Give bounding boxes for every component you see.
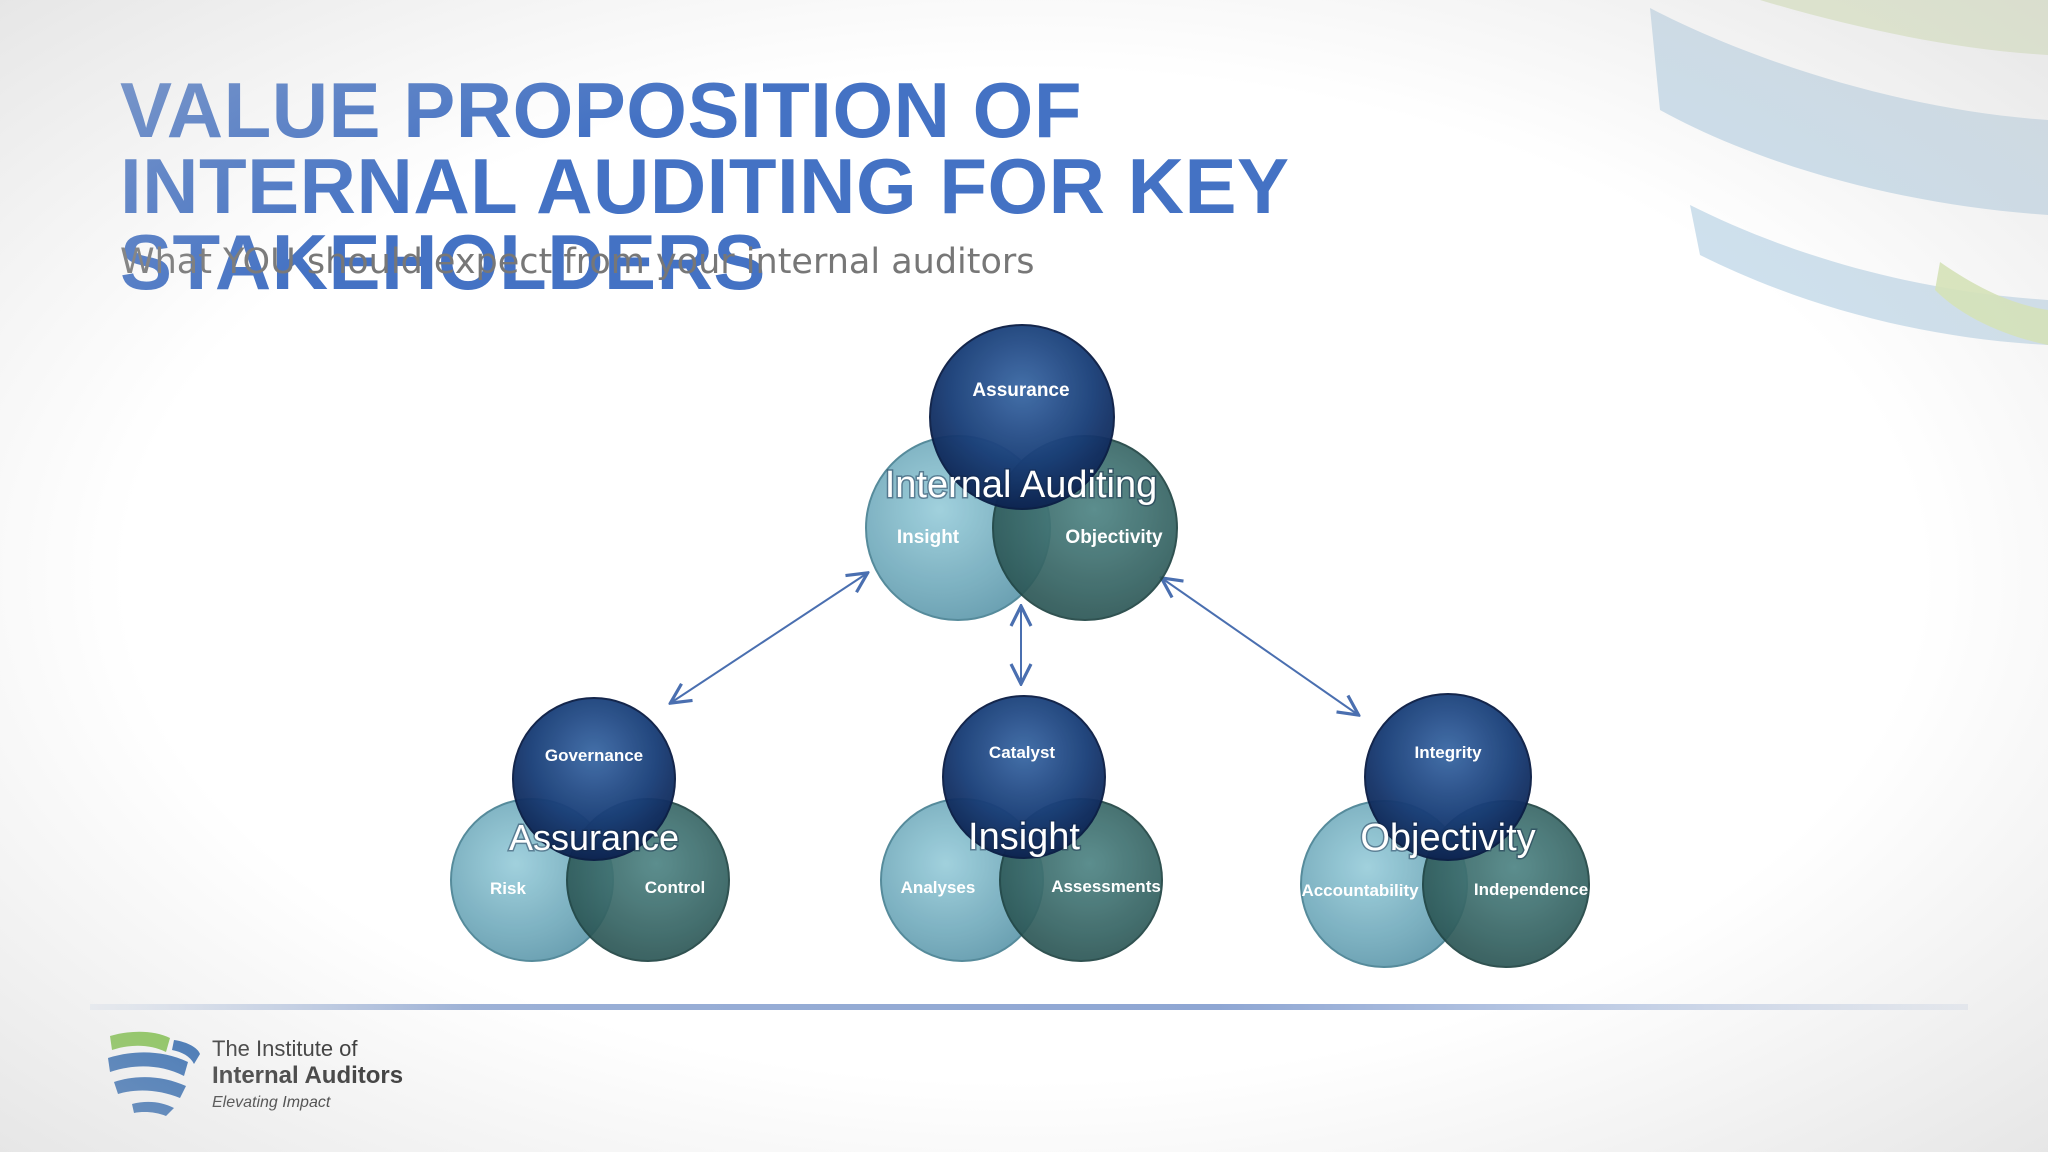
logo-tagline: Elevating Impact xyxy=(212,1094,331,1111)
venn-left-label: Risk xyxy=(490,879,526,898)
venn-top-label: Integrity xyxy=(1414,743,1482,762)
venn-right-label: Control xyxy=(645,878,705,897)
venn-title: Insight xyxy=(968,816,1080,858)
venn-assurance: Governance Assurance Risk Control xyxy=(450,697,730,962)
venn-title: Internal Auditing xyxy=(885,464,1158,506)
iia-logo-text: The Institute of Internal Auditors Eleva… xyxy=(212,1036,403,1116)
venn-internal-auditing: Assurance Internal Auditing Insight Obje… xyxy=(865,324,1178,621)
venn-left-label: Insight xyxy=(897,527,960,548)
iia-globe-logo-icon xyxy=(108,1031,200,1116)
venn-right-label: Assessments xyxy=(1051,877,1161,896)
venn-top-label: Assurance xyxy=(972,380,1069,401)
footer-divider xyxy=(90,1004,1968,1010)
logo-line1: The Institute of xyxy=(212,1036,358,1061)
arrow-to-assurance xyxy=(672,574,866,702)
logo-line2: Internal Auditors xyxy=(212,1062,404,1089)
venn-title: Objectivity xyxy=(1360,817,1535,859)
venn-top-label: Governance xyxy=(545,746,643,765)
venn-right-label: Objectivity xyxy=(1065,527,1163,548)
venn-insight: Catalyst Insight Analyses Assessments xyxy=(880,695,1163,962)
venn-left-label: Analyses xyxy=(901,878,976,897)
venn-objectivity: Integrity Objectivity Accountability Ind… xyxy=(1300,693,1590,968)
arrow-to-objectivity xyxy=(1163,579,1357,714)
venn-title: Assurance xyxy=(509,817,679,858)
venn-left-label: Accountability xyxy=(1301,881,1419,900)
venn-top-label: Catalyst xyxy=(989,743,1055,762)
venn-right-label: Independence xyxy=(1474,880,1588,899)
